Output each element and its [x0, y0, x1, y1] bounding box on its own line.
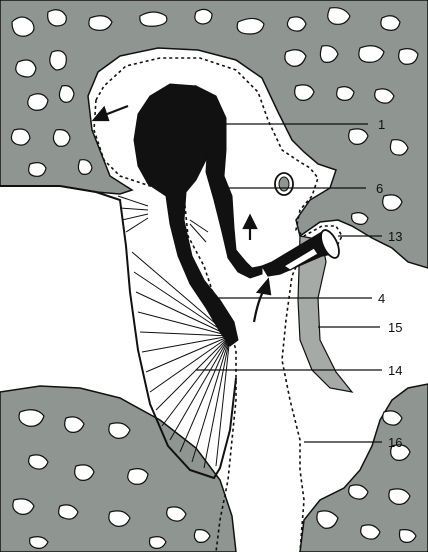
air-cell [28, 94, 48, 111]
air-cell [16, 60, 36, 77]
label-16: 16 [388, 436, 402, 449]
air-cell [237, 18, 264, 34]
arrow-curved-head [258, 280, 270, 294]
air-cell [29, 163, 46, 177]
arrow-up-head [244, 216, 256, 228]
tensor-fibre-tuft [118, 196, 208, 242]
air-cell [287, 17, 306, 31]
small-oval-opening-inner [279, 177, 289, 191]
air-cell [48, 10, 67, 26]
air-cell [59, 86, 74, 103]
label-13: 13 [388, 230, 402, 243]
air-cell [337, 87, 354, 101]
label-1: 1 [378, 118, 385, 131]
air-cell [140, 12, 167, 26]
label-14: 14 [388, 364, 402, 377]
air-cell [128, 469, 148, 485]
label-4: 4 [378, 292, 385, 305]
air-cell [53, 130, 70, 147]
air-cell [11, 129, 30, 145]
arrow-left-head [94, 108, 108, 120]
air-cell [195, 9, 212, 24]
label-15: 15 [388, 321, 402, 334]
air-cell [50, 51, 67, 70]
air-cell [381, 16, 400, 31]
arrow-curved-shaft [254, 290, 264, 322]
label-6: 6 [376, 182, 383, 195]
